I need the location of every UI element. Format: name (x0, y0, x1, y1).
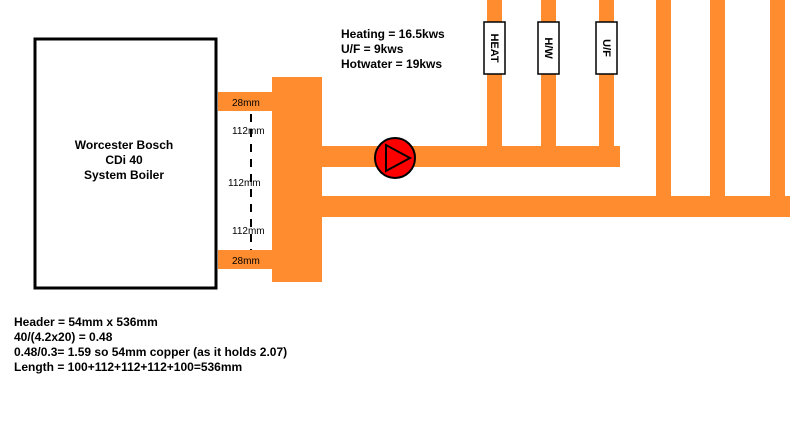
return-main-pipe (320, 196, 790, 217)
underfloor-load: U/F = 9kws (341, 42, 404, 56)
flow-stub-pipe (218, 92, 276, 111)
spacing-label-2: 112mm (228, 178, 261, 189)
note-line-3: 0.48/0.3= 1.59 so 54mm copper (as it hol… (14, 345, 287, 359)
boiler-label-line2: CDi 40 (105, 153, 143, 167)
spacing-label-1: 112mm (232, 126, 265, 137)
note-line-1: Header = 54mm x 536mm (14, 315, 158, 329)
low-loss-header (272, 77, 322, 282)
flow-main-pipe (320, 146, 620, 167)
hotwater-load: Hotwater = 19kws (341, 57, 442, 71)
zone-valve-heat: HEAT (483, 21, 506, 75)
zone-valve-uf-label: U/F (600, 39, 612, 57)
circulating-pump-icon (374, 137, 416, 179)
return-connection-size: 28mm (232, 256, 260, 267)
hw-return-riser (710, 0, 725, 200)
heating-load: Heating = 16.5kws (341, 27, 445, 41)
boiler-box (33, 37, 218, 290)
boiler-label-line3: System Boiler (84, 168, 164, 182)
note-line-2: 40/(4.2x20) = 0.48 (14, 330, 113, 344)
spacing-label-3: 112mm (232, 226, 265, 237)
flow-connection-size: 28mm (232, 98, 260, 109)
zone-valve-uf: U/F (595, 21, 618, 75)
heat-return-riser (656, 0, 671, 200)
note-line-4: Length = 100+112+112+112+100=536mm (14, 360, 242, 374)
zone-valve-hw: H/W (537, 21, 560, 75)
boiler-label-line1: Worcester Bosch (75, 138, 173, 152)
zone-valve-heat-label: HEAT (488, 33, 500, 62)
return-stub-pipe (218, 250, 276, 269)
uf-return-riser (770, 0, 785, 200)
zone-valve-hw-label: H/W (542, 37, 554, 59)
